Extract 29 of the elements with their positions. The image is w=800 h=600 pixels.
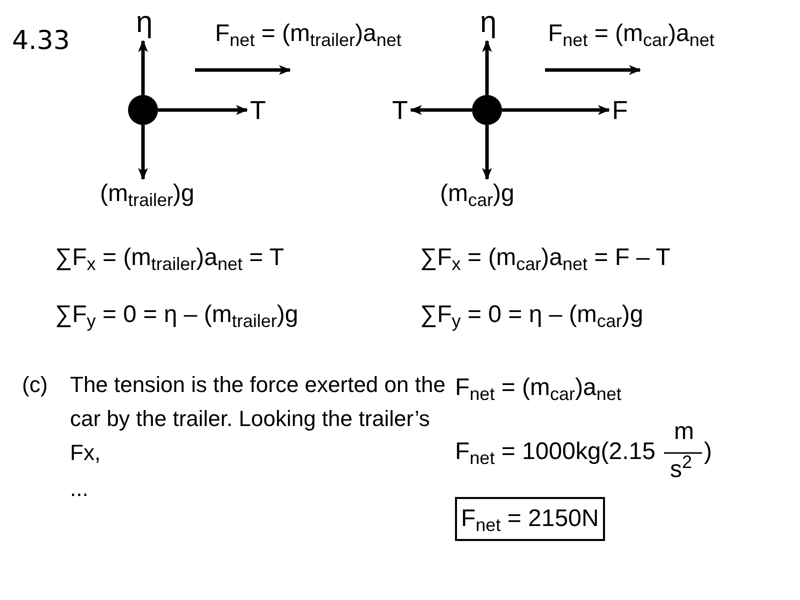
force-arrow xyxy=(410,105,472,115)
force-arrow xyxy=(482,125,492,180)
force-label: T xyxy=(392,97,408,123)
force-label: η xyxy=(480,8,497,38)
force-label: η xyxy=(136,8,153,38)
force-label: F xyxy=(612,97,628,123)
equation: ∑F$_{x}$ = (m$_{trailer}$)a$_{net}$ = T xyxy=(55,243,284,276)
answer-box: F$_{net}$ = 2150N xyxy=(455,497,605,541)
force-arrow xyxy=(138,40,148,95)
force-arrow xyxy=(482,40,492,95)
part-label: (c) xyxy=(22,371,48,399)
ellipsis: ... xyxy=(70,475,88,503)
bracket: ) xyxy=(704,437,712,467)
force-arrow xyxy=(158,105,248,115)
problem-number: 4.33 xyxy=(12,25,70,58)
equation: ∑F$_{y}$ = 0 = η – (m$_{car}$)g xyxy=(420,300,644,333)
equation: ∑F$_{x}$ = (m$_{car}$)a$_{net}$ = F – T xyxy=(420,243,670,276)
equation: F$_{net}$ = 1000kg(2.15 xyxy=(455,437,656,470)
force-label: (m$_{trailer}$)g xyxy=(100,182,194,206)
force-arrow xyxy=(502,105,610,115)
force-label: T xyxy=(250,97,266,123)
force-label: (m$_{car}$)g xyxy=(440,182,514,206)
equation: ∑F$_{y}$ = 0 = η – (m$_{trailer}$)g xyxy=(55,300,298,333)
equation: F$_{net}$ = (m$_{car}$)a$_{net}$ xyxy=(455,373,622,406)
paragraph: The tension is the force exerted on the car by the trailer. Looking the trailer’s Fx, xyxy=(70,371,446,467)
force-arrow xyxy=(138,125,148,180)
equation: F$_{net}$ = (m$_{trailer}$)a$_{net}$ xyxy=(215,19,402,52)
equation: F$_{net}$ = (m$_{car}$)a$_{net}$ xyxy=(548,19,714,52)
fraction-numerator: m xyxy=(674,420,694,444)
